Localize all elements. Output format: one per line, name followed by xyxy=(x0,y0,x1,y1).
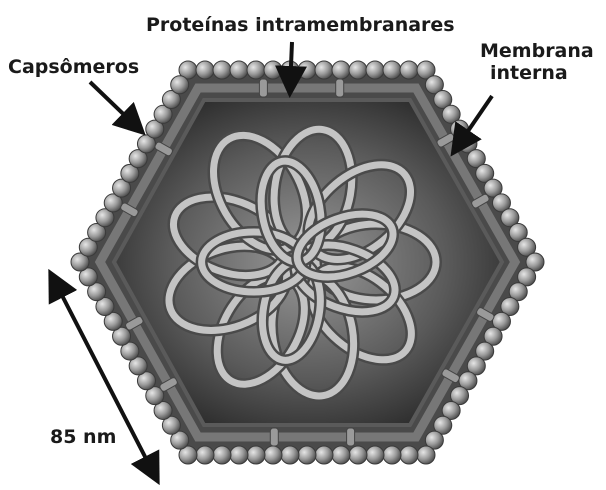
capsomere-bead xyxy=(247,446,265,464)
capsomere-bead xyxy=(171,76,189,94)
capsomere-bead xyxy=(332,61,350,79)
label-intramembrane-proteins: Proteínas intramembranares xyxy=(146,14,455,36)
capsomere-bead xyxy=(349,446,367,464)
capsomere-bead xyxy=(315,61,333,79)
capsomere-bead xyxy=(247,61,265,79)
membrane-protein-stud xyxy=(259,79,267,97)
capsomere-bead xyxy=(264,61,282,79)
label-capsomeres: Capsômeros xyxy=(8,56,139,78)
membrane-protein-stud xyxy=(336,79,344,97)
capsomere-bead xyxy=(230,61,248,79)
capsomere-bead xyxy=(213,61,231,79)
capsomere-bead xyxy=(349,61,367,79)
label-size: 85 nm xyxy=(50,426,116,448)
capsomere-bead xyxy=(298,446,316,464)
label-inner-membrane-line1: Membrana xyxy=(480,40,594,62)
membrane-protein-stud xyxy=(347,428,355,446)
arrow-capsomeres xyxy=(90,82,140,130)
capsomere-bead xyxy=(213,446,231,464)
capsomere-bead xyxy=(400,61,418,79)
capsomere-bead xyxy=(298,61,316,79)
capsomere-bead xyxy=(383,61,401,79)
membrane-protein-stud xyxy=(270,428,278,446)
capsomere-bead xyxy=(383,446,401,464)
capsomere-bead xyxy=(417,446,435,464)
label-inner-membrane-line2: interna xyxy=(480,62,594,84)
capsomere-bead xyxy=(315,446,333,464)
capsomere-bead xyxy=(366,61,384,79)
arrow-intramembrane-proteins xyxy=(290,42,292,90)
capsomere-bead xyxy=(196,446,214,464)
capsomere-bead xyxy=(400,446,418,464)
capsomere-bead xyxy=(196,61,214,79)
capsomere-bead xyxy=(366,446,384,464)
capsomere-bead xyxy=(281,446,299,464)
capsomere-bead xyxy=(230,446,248,464)
capsomere-bead xyxy=(264,446,282,464)
capsomere-bead xyxy=(332,446,350,464)
label-inner-membrane: Membrana interna xyxy=(480,40,594,84)
